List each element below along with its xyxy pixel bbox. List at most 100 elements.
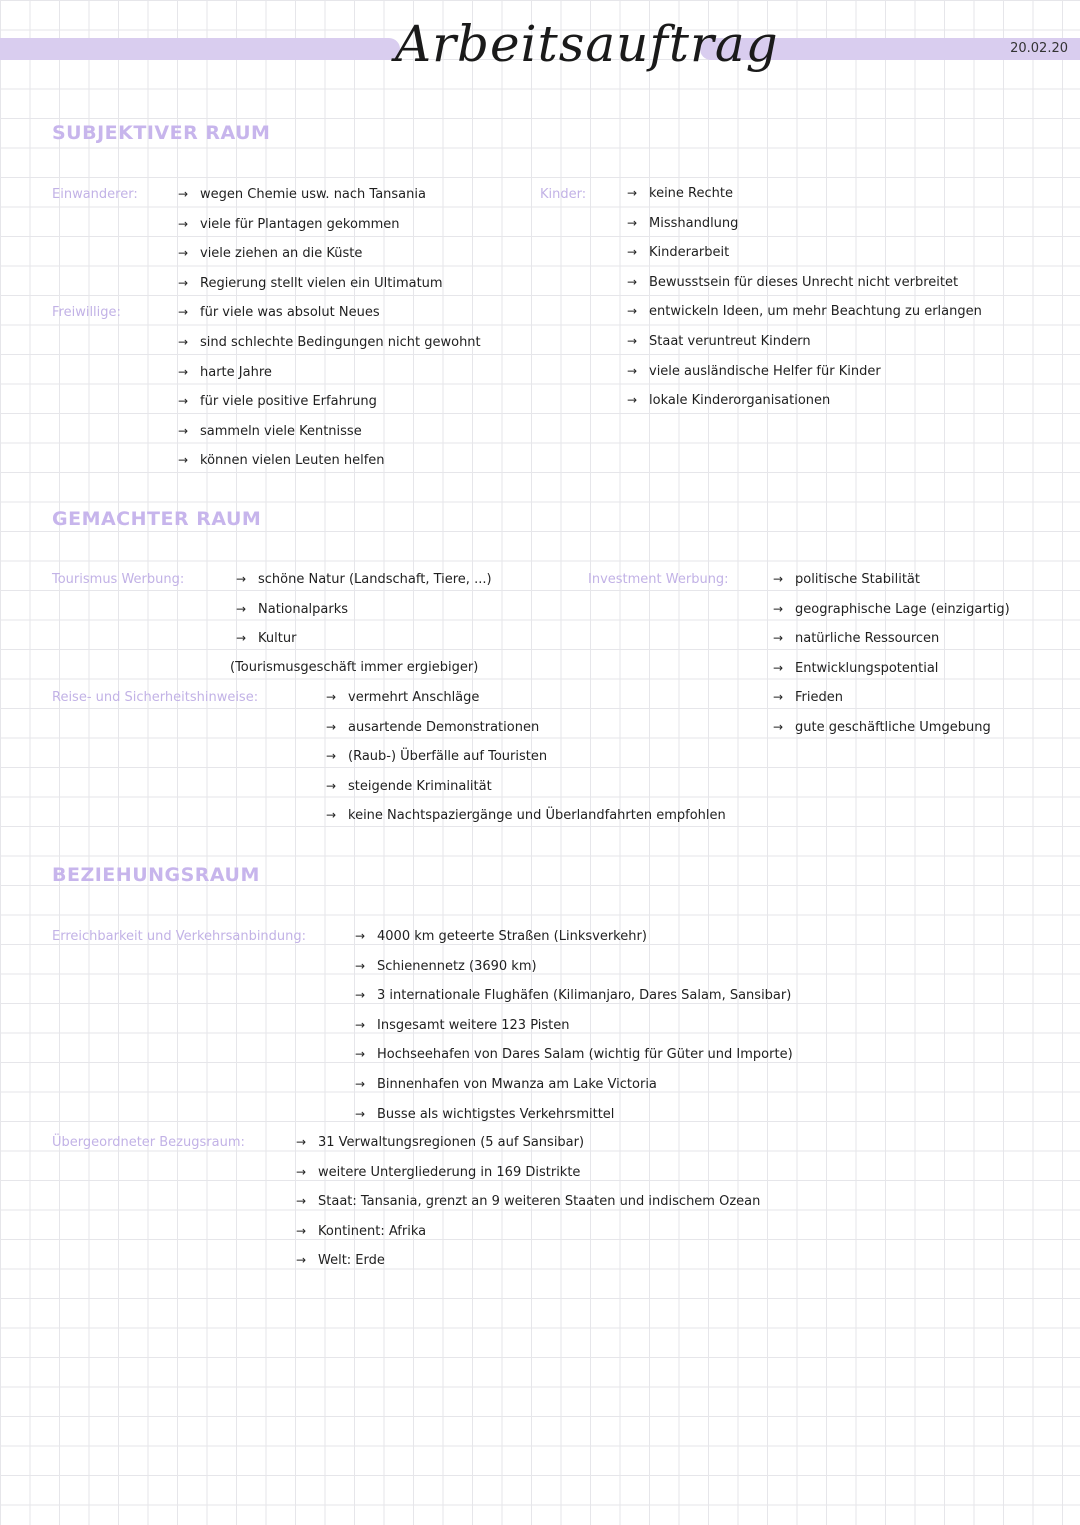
list-item: → 31 Verwaltungsregionen (5 auf Sansibar) [296, 1135, 584, 1150]
list-item: →Binnenhafen von Mwanza am Lake Victoria [355, 1077, 657, 1092]
arrow-icon: → [326, 749, 337, 764]
arrow-icon: → [296, 1135, 307, 1149]
kinder-item-text: Misshandlung [649, 215, 739, 231]
arrow-icon: → [236, 631, 247, 646]
subjektiv-item-text: wegen Chemie usw. nach Tansania [200, 187, 426, 202]
investment-item-text: Frieden [795, 690, 843, 706]
subjektiv-item-text: sammeln viele Kentnisse [200, 423, 362, 439]
list-item: → 4000 km geteerte Straßen (Linksverkehr) [355, 929, 647, 944]
tourismus-item-text: schöne Natur (Landschaft, Tiere, ...) [258, 572, 492, 587]
reise-item-text: vermehrt Anschläge [348, 690, 480, 705]
erreich-item-text: Hochseehafen von Dares Salam (wichtig fü… [377, 1047, 793, 1063]
list-item: → ausartende Demonstrationen [326, 720, 539, 735]
erreich-item-text: Insgesamt weitere 123 Pisten [377, 1017, 570, 1033]
list-item: →harte Jahre [178, 365, 272, 380]
arrow-icon: → [627, 215, 638, 230]
arrow-icon: → [773, 720, 784, 734]
label-erreichbarkeit: Erreichbarkeit und Verkehrsanbindung: [52, 929, 307, 944]
label-uebergeordneter-bezugsraum: Übergeordneter Bezugsraum: [52, 1135, 245, 1150]
list-item: → für viele was absolut Neues [178, 305, 380, 320]
list-item: →Welt: Erde [296, 1253, 385, 1268]
list-item: →politische Stabilität [773, 572, 920, 587]
arrow-icon: → [355, 929, 366, 943]
kinder-item-text: entwickeln Ideen, um mehr Beachtung zu e… [649, 304, 982, 320]
investment-item-text: natürliche Ressourcen [795, 631, 940, 647]
list-item: → gute geschäftliche Umgebung [773, 720, 991, 735]
subjektiv-item-text: können vielen Leuten helfen [200, 453, 385, 469]
list-item: →sammeln viele Kentnisse [178, 424, 362, 439]
reise-item-text: keine Nachtspaziergänge und Überlandfahr… [348, 808, 726, 824]
label-tourismus-werbung: Tourismus Werbung: [52, 572, 185, 587]
arrow-icon: → [355, 1047, 366, 1062]
kinder-item-text: Bewusstsein für dieses Unrecht nicht ver… [649, 274, 959, 290]
list-item: →entwickeln Ideen, um mehr Beachtung zu … [627, 304, 982, 319]
erreich-item-text: Binnenhafen von Mwanza am Lake Victoria [377, 1077, 657, 1092]
ueber-item-text: 31 Verwaltungsregionen (5 auf Sansibar) [318, 1135, 585, 1150]
arrow-icon: → [178, 246, 189, 261]
subjektiv-item-text: für viele was absolut Neues [200, 305, 380, 321]
list-item: →Kultur [236, 631, 296, 646]
list-item: → viele für Plantagen gekommen [178, 217, 400, 232]
arrow-icon: → [627, 186, 638, 200]
list-item: → (Raub-) Überfälle auf Touristen [326, 749, 547, 764]
arrow-icon: → [773, 660, 784, 675]
arrow-icon: → [178, 216, 189, 231]
list-item: → keine Rechte [627, 186, 733, 201]
arrow-icon: → [627, 393, 638, 408]
reise-item-text: (Raub-) Überfälle auf Touristen [348, 749, 548, 765]
subjektiv-item-text: Regierung stellt vielen ein Ultimatum [200, 275, 443, 291]
arrow-icon: → [326, 808, 337, 823]
kinder-item-text: keine Rechte [649, 186, 733, 201]
arrow-icon: → [296, 1253, 307, 1268]
arrow-icon: → [773, 690, 784, 705]
arrow-icon: → [355, 1017, 366, 1032]
list-item: →steigende Kriminalität [326, 779, 492, 794]
kinder-item-text: Staat veruntreut Kindern [649, 334, 811, 349]
label-kinder: Kinder: [540, 187, 587, 202]
arrow-icon: → [773, 572, 784, 586]
subjektiv-item-text: viele ziehen an die Küste [200, 246, 363, 262]
kinder-item-text: viele ausländische Helfer für Kinder [649, 363, 881, 379]
erreich-item-text: Schienennetz (3690 km) [377, 958, 537, 974]
erreich-item-text: 4000 km geteerte Straßen (Linksverkehr) [377, 929, 647, 944]
list-item: → Entwicklungspotential [773, 661, 938, 676]
list-item: → Kontinent: Afrika [296, 1224, 426, 1239]
tourismus-item-text: Nationalparks [258, 601, 349, 617]
label-investment-werbung: Investment Werbung: [588, 572, 729, 587]
list-item: →weitere Untergliederung in 169 Distrikt… [296, 1165, 580, 1180]
label-reise-sicherheit: Reise- und Sicherheitshinweise: [52, 690, 259, 705]
page-title: Arbeitsauftrag [395, 15, 779, 73]
arrow-icon: → [355, 1106, 366, 1121]
arrow-icon: → [326, 778, 337, 793]
arrow-icon: → [178, 187, 189, 201]
reise-item-text: ausartende Demonstrationen [348, 719, 540, 735]
investment-item-text: gute geschäftliche Umgebung [795, 720, 991, 735]
investment-item-text: Entwicklungspotential [795, 660, 939, 676]
ueber-item-text: Staat: Tansania, grenzt an 9 weiteren St… [318, 1194, 761, 1210]
arrow-icon: → [296, 1223, 307, 1238]
page-date: 20.02.20 [1010, 41, 1068, 56]
list-item: →Staat: Tansania, grenzt an 9 weiteren S… [296, 1194, 760, 1209]
erreich-item-text: Busse als wichtigstes Verkehrsmittel [377, 1106, 615, 1122]
list-item: → Hochseehafen von Dares Salam (wichtig f… [355, 1047, 793, 1062]
arrow-icon: → [627, 274, 638, 289]
list-item: →natürliche Ressourcen [773, 631, 939, 646]
list-item: → Insgesamt weitere 123 Pisten [355, 1018, 569, 1033]
arrow-icon: → [178, 305, 189, 320]
list-item: → Frieden [773, 690, 843, 705]
arrow-icon: → [326, 719, 337, 734]
list-item: →Kinderarbeit [627, 245, 729, 260]
section-heading-subjektiver-raum: SUBJEKTIVER RAUM [52, 122, 271, 144]
ueber-item-text: weitere Untergliederung in 169 Distrikte [318, 1164, 581, 1180]
arrow-icon: → [236, 601, 247, 616]
subjektiv-item-text: viele für Plantagen gekommen [200, 216, 400, 232]
arrow-icon: → [178, 335, 189, 349]
list-item: →geographische Lage (einzigartig) [773, 602, 1010, 617]
list-item: →schöne Natur (Landschaft, Tiere, ...) [236, 572, 492, 587]
list-item: →Schienennetz (3690 km) [355, 959, 537, 974]
list-item: → Misshandlung [627, 216, 738, 231]
list-item: → viele ziehen an die Küste [178, 246, 362, 261]
arrow-icon: → [326, 690, 337, 704]
list-item: → vermehrt Anschläge [326, 690, 479, 705]
ueber-item-text: Kontinent: Afrika [318, 1223, 427, 1239]
